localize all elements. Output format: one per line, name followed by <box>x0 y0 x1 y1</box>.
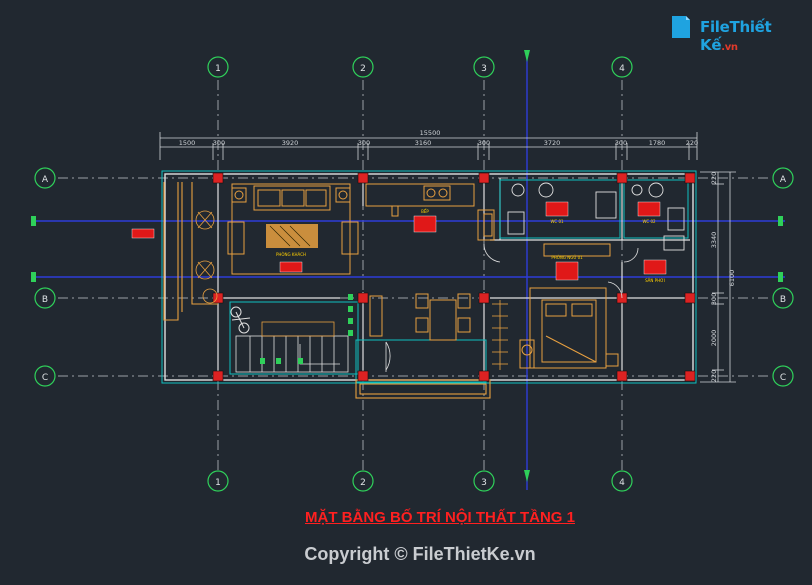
dim-top-4: 300 <box>358 139 370 147</box>
section-markers <box>31 50 783 482</box>
living-room-furniture <box>227 183 495 275</box>
axis-label-left-a: A <box>42 175 49 185</box>
dim-top-9: 1780 <box>649 139 666 147</box>
dim-total: 15500 <box>420 129 441 137</box>
dim-top-1: 1500 <box>179 139 196 147</box>
plants <box>195 210 218 304</box>
axis-label-top-2: 2 <box>360 64 366 74</box>
bedroom-furniture <box>519 243 619 369</box>
rug-pattern <box>269 225 311 247</box>
axis-label-top-4: 4 <box>619 64 625 74</box>
dim-top-5: 3160 <box>415 139 432 147</box>
dining-furniture <box>369 293 471 341</box>
axis-label-left-b: B <box>42 295 48 305</box>
drawing-title: MẶT BẰNG BỐ TRÍ NỘI THẤT TẦNG 1 <box>305 509 575 526</box>
dim-right-1: 220 <box>710 172 718 184</box>
bedroom-screen <box>492 300 508 370</box>
dim-right-4: 2000 <box>710 330 718 347</box>
logo-text-accent: Thiết Kế <box>700 18 772 54</box>
dim-top-8: 300 <box>615 139 627 147</box>
wc-fixtures <box>507 182 685 251</box>
dim-top-2: 300 <box>213 139 225 147</box>
logo-text: FileThiết Kế.vn <box>700 18 812 54</box>
columns <box>212 172 696 382</box>
axis-label-bottom-1: 1 <box>215 478 221 488</box>
doors <box>385 243 639 372</box>
dimension-lines-top <box>159 132 698 160</box>
grid-lines <box>58 80 770 470</box>
wall-outlines <box>229 179 689 383</box>
copyright-text: Copyright © FileThietKe.vn <box>304 544 536 564</box>
axis-label-top-1: 1 <box>215 64 221 74</box>
room-wc1-label: WC 01 <box>550 219 564 224</box>
dim-top-7: 3720 <box>544 139 561 147</box>
room-wc2-label: WC 02 <box>642 219 656 224</box>
stairs <box>235 321 349 373</box>
axis-label-bottom-4: 4 <box>619 478 625 488</box>
logo-text-suffix: .vn <box>721 42 738 53</box>
stair-markers <box>260 294 353 364</box>
dimension-lines-right <box>700 171 736 383</box>
room-label-tags <box>131 201 667 281</box>
axis-label-right-c: C <box>780 373 786 383</box>
dim-top-3: 3920 <box>282 139 299 147</box>
axis-label-top-3: 3 <box>481 64 487 74</box>
room-kitchen-label: BẾP <box>421 208 429 214</box>
axis-label-bottom-3: 3 <box>481 478 487 488</box>
terrace-outline <box>163 182 491 399</box>
dim-right-total: 6100 <box>728 270 736 287</box>
axis-label-right-a: A <box>780 175 787 185</box>
dim-top-6: 300 <box>478 139 490 147</box>
motorbike-icon <box>230 306 251 334</box>
dim-right-3: 300 <box>710 293 718 305</box>
room-living-label: PHÒNG KHÁCH <box>276 252 306 257</box>
logo-text-main: File <box>700 18 730 36</box>
room-bedroom-label: PHÒNG NGỦ 01 <box>551 255 583 260</box>
room-drying-yard-label: SÂN PHƠI <box>645 278 665 283</box>
dim-right-5: 220 <box>710 370 718 382</box>
axis-bubbles-top <box>34 56 794 492</box>
dim-right-2: 3340 <box>710 232 718 249</box>
axis-label-right-b: B <box>780 295 786 305</box>
filethietke-logo <box>672 16 690 38</box>
section-lines <box>35 55 785 490</box>
axis-label-left-c: C <box>42 373 48 383</box>
dim-top-10: 220 <box>686 139 698 147</box>
axis-label-bottom-2: 2 <box>360 478 366 488</box>
